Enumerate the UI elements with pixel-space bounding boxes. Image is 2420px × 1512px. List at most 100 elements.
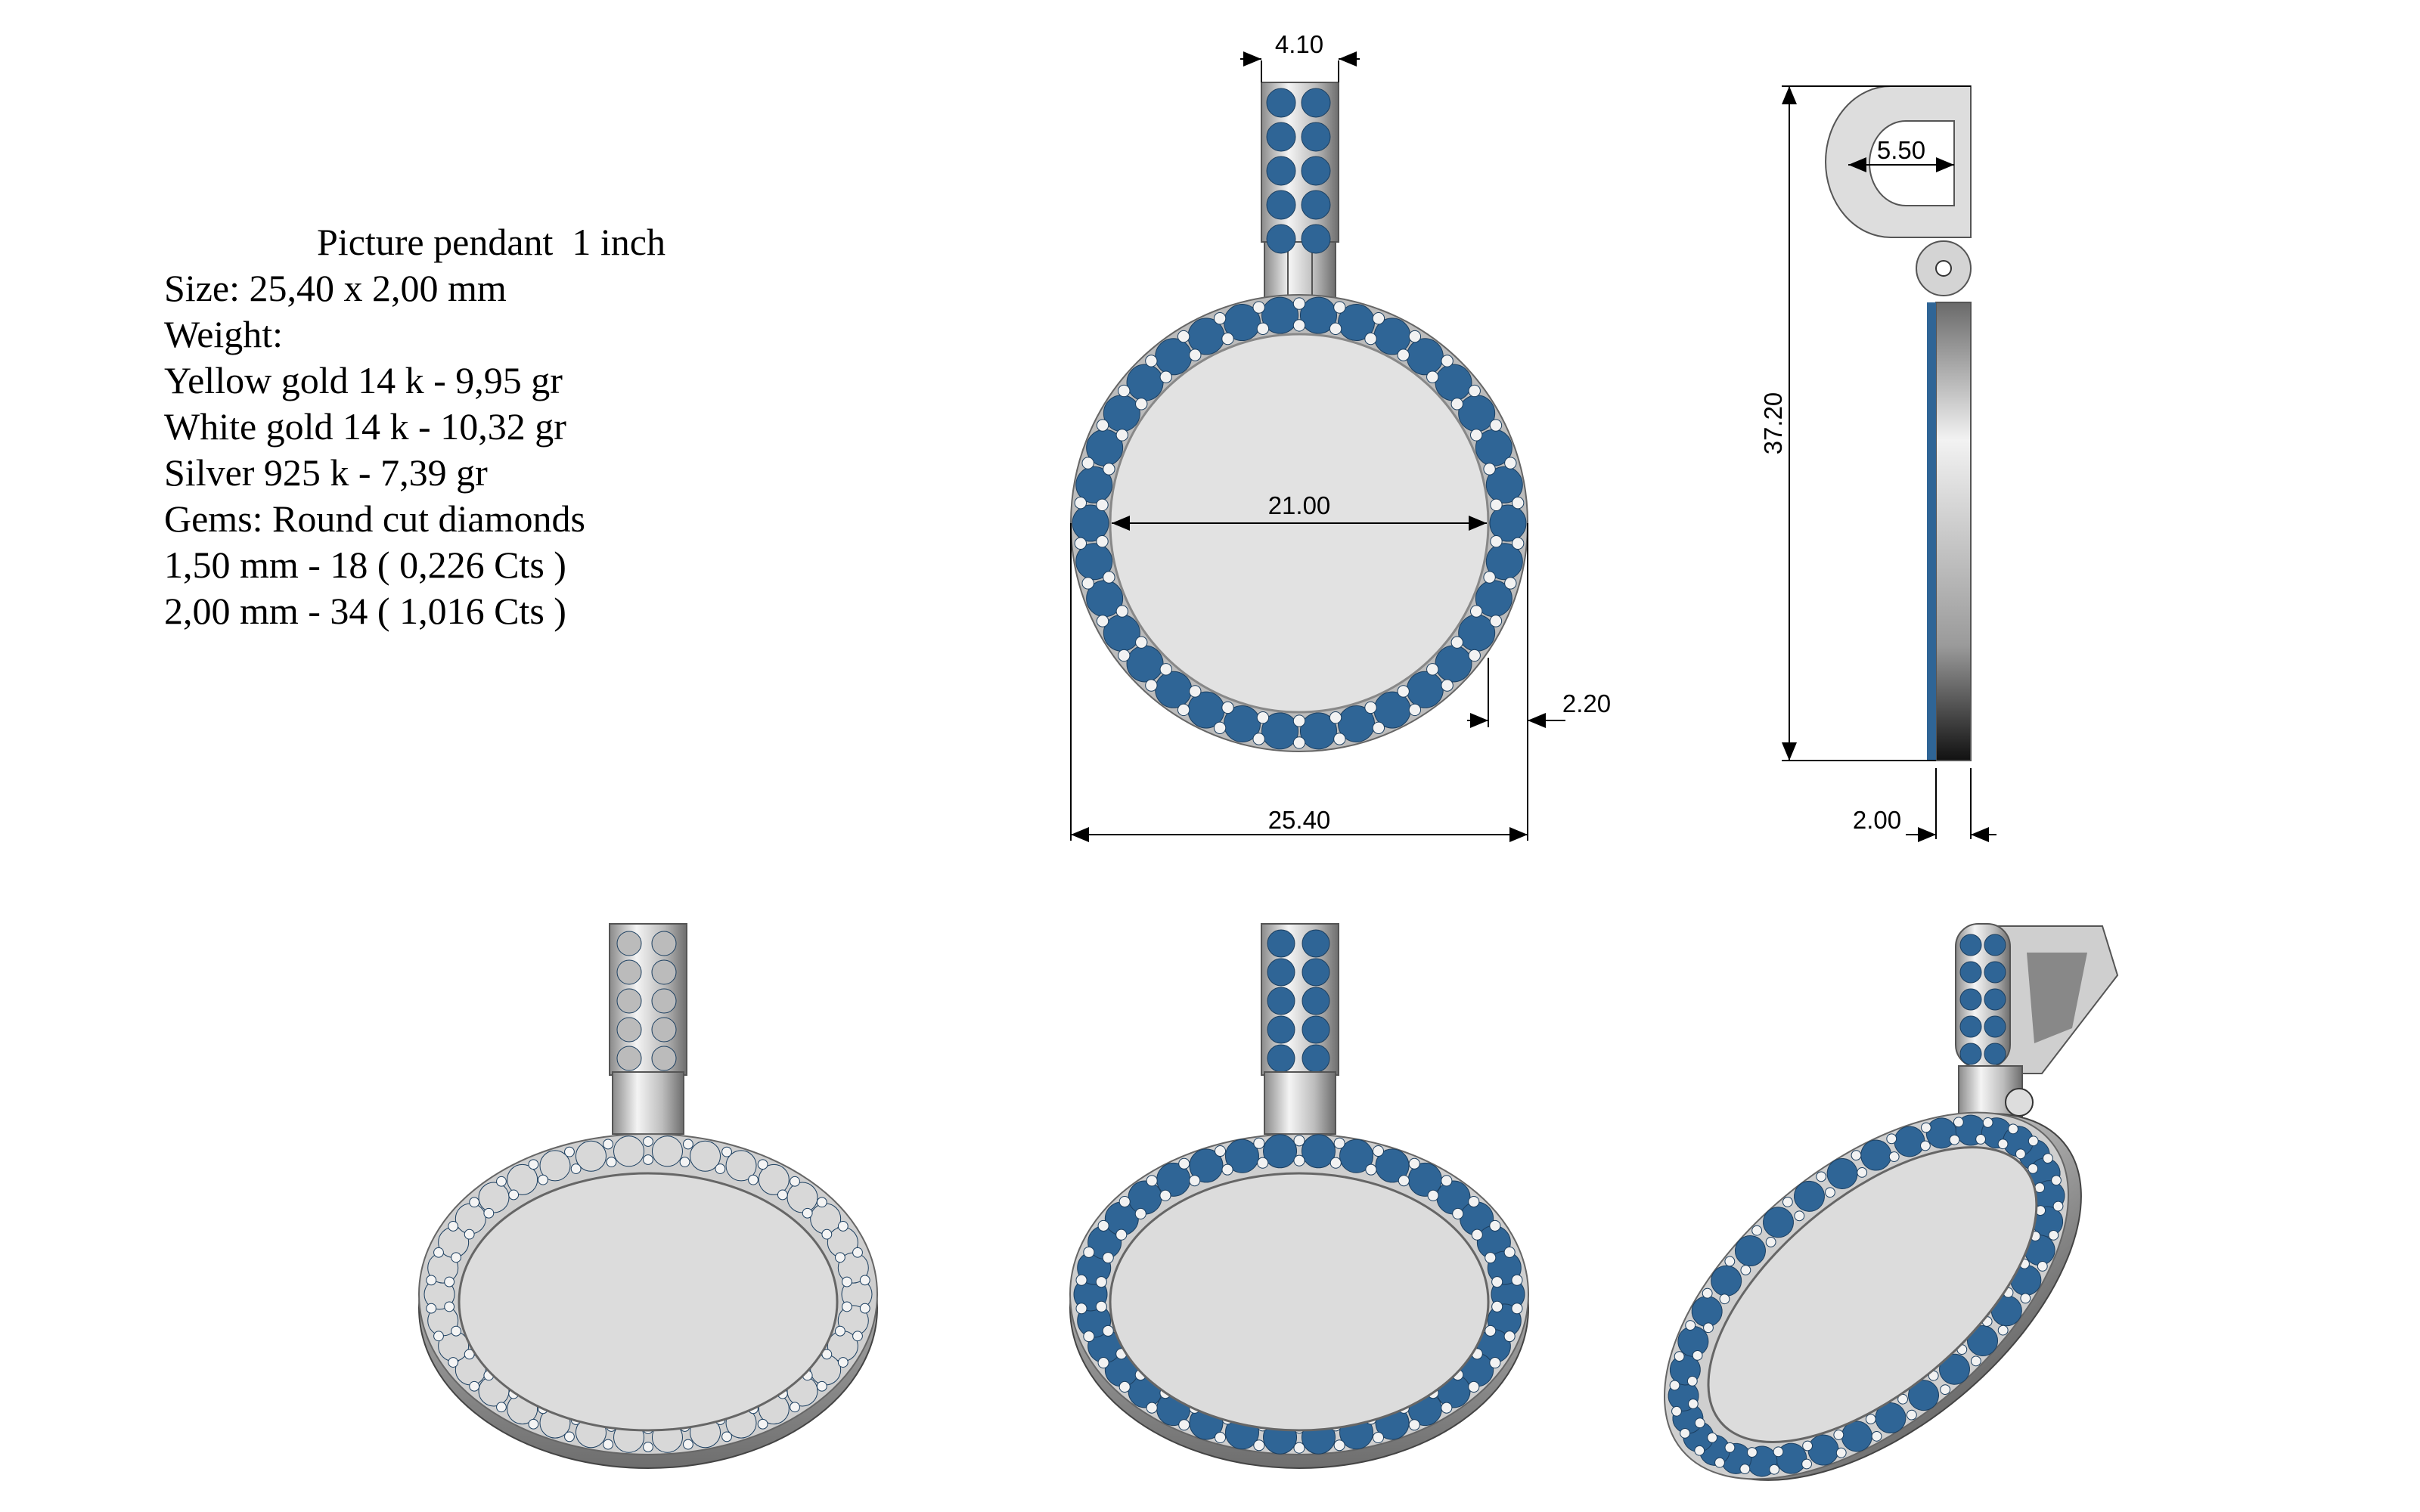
front-view <box>1070 82 1528 752</box>
prong <box>1074 537 1087 550</box>
prong <box>1485 1252 1497 1264</box>
prong <box>1252 301 1265 314</box>
prong <box>1469 605 1483 618</box>
prong <box>1703 1322 1714 1334</box>
prong <box>1372 1431 1385 1444</box>
prong <box>564 1431 575 1442</box>
prong <box>1504 577 1517 590</box>
prong <box>1751 1225 1763 1236</box>
bail-gem <box>1984 1043 2006 1065</box>
prong <box>1511 1303 1523 1315</box>
prong <box>570 1163 582 1174</box>
prong <box>683 1439 693 1450</box>
prong <box>426 1303 437 1314</box>
prong <box>1252 733 1265 745</box>
gem <box>1691 1296 1723 1328</box>
prong <box>1213 312 1227 325</box>
prong <box>1333 301 1346 314</box>
prong <box>1426 370 1439 383</box>
prong <box>1118 1380 1131 1393</box>
prong <box>464 1228 475 1240</box>
prong <box>1702 1287 1713 1299</box>
perspective-view-front <box>1069 923 1529 1469</box>
prong <box>1441 1402 1453 1414</box>
gem <box>1826 1157 1858 1189</box>
prong <box>683 1139 693 1150</box>
bail-gem <box>1959 961 1982 984</box>
rim-gems <box>1072 296 1527 750</box>
prong <box>1221 1163 1233 1176</box>
prong <box>1292 714 1306 727</box>
prong <box>1329 322 1342 336</box>
prong <box>1145 355 1158 367</box>
prong <box>2037 1261 2048 1272</box>
gem <box>1155 338 1193 376</box>
prong <box>1372 1145 1385 1157</box>
bail-gem <box>651 1046 677 1071</box>
prong <box>1483 463 1496 476</box>
prong <box>528 1418 539 1430</box>
prong <box>1886 1133 1897 1145</box>
prong <box>1714 1457 1725 1468</box>
gem <box>1776 1442 1807 1474</box>
prong <box>1441 1175 1453 1187</box>
prong <box>1694 1445 1705 1456</box>
bail-gem <box>1301 224 1331 254</box>
prong <box>1074 497 1087 510</box>
prong <box>1765 1237 1776 1247</box>
prong <box>1115 605 1129 618</box>
prong <box>1253 1137 1265 1149</box>
prong <box>1833 1430 1844 1440</box>
prong <box>1426 663 1439 676</box>
prong <box>1398 1175 1410 1187</box>
prong <box>1724 1442 1736 1453</box>
prong <box>1503 1331 1516 1343</box>
gem <box>1807 1434 1839 1466</box>
prong <box>1441 355 1454 367</box>
bail-gem <box>1984 988 2006 1011</box>
bail-gem <box>1959 988 1982 1011</box>
prong <box>603 1139 613 1150</box>
prong <box>1293 1442 1305 1454</box>
prong <box>1468 649 1481 662</box>
gem <box>1103 395 1140 432</box>
prong <box>1835 1447 1847 1458</box>
prong <box>1075 1274 1087 1286</box>
prong <box>1103 463 1115 476</box>
prong <box>1256 322 1270 336</box>
spec-gem-small: 1,50 mm - 18 ( 0,226 Cts ) <box>164 544 566 586</box>
bail-gem <box>651 988 677 1014</box>
prong <box>1118 384 1131 398</box>
prong <box>1940 1384 1951 1395</box>
bail-gem <box>1301 190 1331 220</box>
prong <box>1214 1145 1227 1157</box>
prong <box>1145 679 1158 692</box>
gem <box>478 1182 510 1213</box>
spec-white-gold: White gold 14 k - 10,32 gr <box>164 405 566 448</box>
prong <box>1159 1189 1171 1201</box>
prong <box>2043 1153 2053 1164</box>
prong <box>1747 1447 1758 1458</box>
gem <box>1126 364 1164 401</box>
prong <box>1257 1157 1269 1169</box>
gem <box>1189 1148 1224 1183</box>
gem <box>507 1163 538 1195</box>
prong <box>1118 649 1131 662</box>
bail-gem <box>616 1046 642 1071</box>
dim-total-height: 37.20 <box>1759 392 1787 455</box>
dim-thickness: 2.00 <box>1853 806 1901 834</box>
prong <box>841 1301 852 1312</box>
prong <box>1769 1464 1780 1475</box>
gem <box>786 1182 818 1213</box>
prong <box>1685 1320 1696 1331</box>
prong <box>1333 733 1346 745</box>
prong <box>1096 615 1109 627</box>
prong <box>1801 1458 1812 1470</box>
prong <box>1450 636 1463 649</box>
bail-gem <box>1266 224 1296 254</box>
prong <box>2051 1175 2062 1186</box>
prong <box>1365 1163 1377 1176</box>
prong <box>1469 429 1483 442</box>
prong <box>1997 1325 2009 1336</box>
prong <box>1816 1171 1827 1182</box>
